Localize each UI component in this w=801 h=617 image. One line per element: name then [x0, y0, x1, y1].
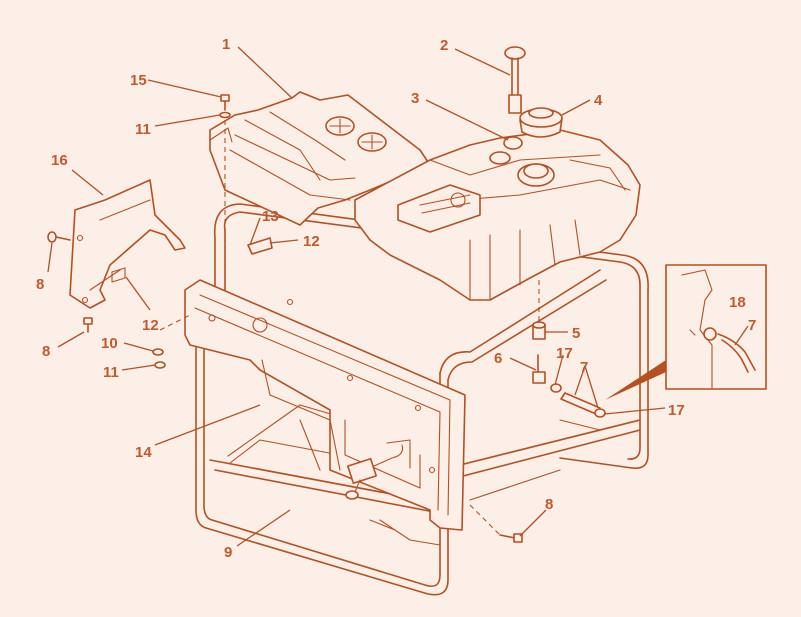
callout-6: 6 [494, 350, 502, 367]
control-panel [184, 279, 466, 531]
fuel-cap [519, 107, 563, 138]
callout-4: 4 [594, 92, 603, 109]
callout-7-main: 7 [580, 359, 588, 376]
callout-8-lower-right: 8 [545, 496, 553, 513]
alignment-line-3 [469, 504, 501, 536]
callout-3: 3 [411, 90, 419, 107]
callout-18: 18 [729, 294, 746, 311]
callout-10: 10 [101, 335, 118, 352]
top-cover [209, 91, 431, 226]
fuel-gauge [504, 46, 526, 114]
callout-9: 9 [224, 544, 232, 561]
alignment-line-2 [159, 314, 191, 331]
callout-17-upper: 17 [556, 345, 573, 362]
callout-11-upper: 11 [135, 121, 151, 138]
hose-7 [550, 383, 606, 418]
callout-11-lower: 11 [103, 364, 119, 381]
washer-10 [152, 348, 164, 356]
callout-1: 1 [222, 36, 230, 53]
callout-16: 16 [51, 152, 68, 169]
screw-15 [219, 94, 231, 119]
callout-12-bracket: 12 [303, 233, 320, 250]
fuel-tank [354, 129, 641, 301]
screw-8-lower-right [499, 533, 523, 543]
detail-inset [605, 264, 767, 400]
callout-12-shield: 12 [142, 317, 159, 334]
leader-lines [47, 46, 749, 547]
screw-8-shield [47, 231, 71, 243]
fitting-6 [532, 354, 546, 384]
nut-11 [154, 361, 166, 369]
callout-8-shield: 8 [36, 276, 44, 293]
callout-2: 2 [440, 37, 448, 54]
callout-15: 15 [130, 72, 147, 89]
screw-8-lower-left [83, 317, 93, 333]
callout-17-lower: 17 [668, 402, 685, 419]
callout-14: 14 [135, 444, 152, 461]
callout-13: 13 [262, 208, 279, 225]
bracket [247, 237, 273, 255]
callout-7-inset: 7 [748, 317, 756, 334]
callout-8-lower-left: 8 [42, 343, 50, 360]
callout-labels: 1 2 3 4 5 6 7 7 8 8 8 9 10 11 11 12 12 1… [36, 36, 756, 561]
fuel-valve-5 [532, 321, 546, 340]
side-shield [69, 179, 186, 309]
callout-5: 5 [572, 325, 580, 342]
grommet [503, 136, 523, 150]
